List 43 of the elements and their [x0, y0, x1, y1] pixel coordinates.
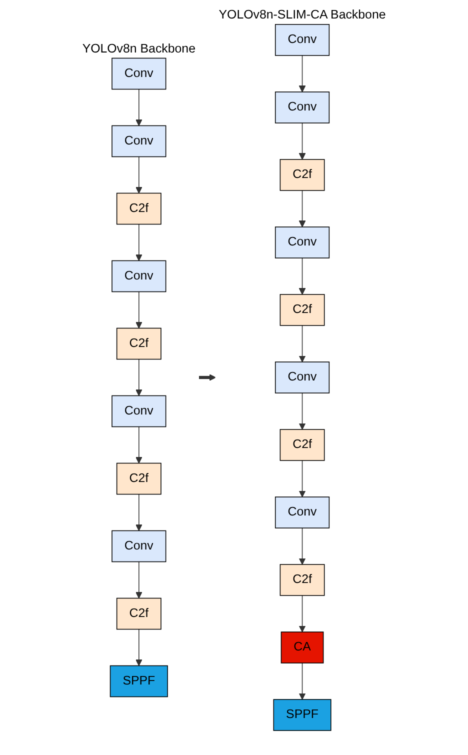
node-box: C2f: [116, 328, 162, 360]
node-box: Conv: [274, 496, 330, 528]
node-box: C2f: [280, 159, 325, 191]
arrow: [135, 291, 142, 329]
node-box: Conv: [274, 92, 330, 124]
node-box: Conv: [112, 125, 166, 158]
arrow: [135, 494, 142, 532]
node-box: Conv: [112, 395, 166, 428]
node-box: Conv: [274, 362, 330, 394]
arrow: [298, 528, 306, 565]
node-box: Conv: [274, 226, 330, 258]
node-box: Conv: [112, 260, 166, 292]
node-box: C2f: [116, 462, 162, 495]
node-box: SPPF: [110, 665, 168, 698]
node-box: C2f: [280, 429, 325, 461]
node-text: YOLOv8n Backbone: [82, 42, 196, 56]
node-box: C2f: [280, 294, 325, 326]
node-box: Conv: [274, 24, 330, 56]
node-box: Conv: [112, 58, 166, 90]
node-box: SPPF: [273, 699, 332, 731]
node-box: C2f: [116, 598, 162, 630]
arrow: [298, 190, 306, 228]
arrow: [135, 561, 142, 599]
arrow: [298, 122, 306, 160]
arrow: [298, 460, 306, 498]
arrow: [135, 224, 142, 262]
arrow: [198, 374, 216, 381]
node-box: C2f: [116, 192, 162, 225]
node-box: CA: [280, 632, 324, 664]
node-box: C2f: [280, 564, 325, 596]
arrow: [298, 258, 306, 295]
node-text: YOLOv8n-SLIM-CA Backbone: [218, 8, 386, 22]
arrow: [135, 628, 142, 666]
arrow: [298, 55, 306, 92]
arrow: [298, 662, 306, 700]
arrow: [298, 392, 306, 430]
arrow: [135, 156, 142, 194]
arrow: [298, 595, 306, 632]
node-box: Conv: [112, 530, 166, 562]
arrow: [135, 358, 142, 396]
arrow: [298, 325, 306, 362]
arrow: [135, 426, 142, 464]
arrow: [135, 88, 142, 126]
